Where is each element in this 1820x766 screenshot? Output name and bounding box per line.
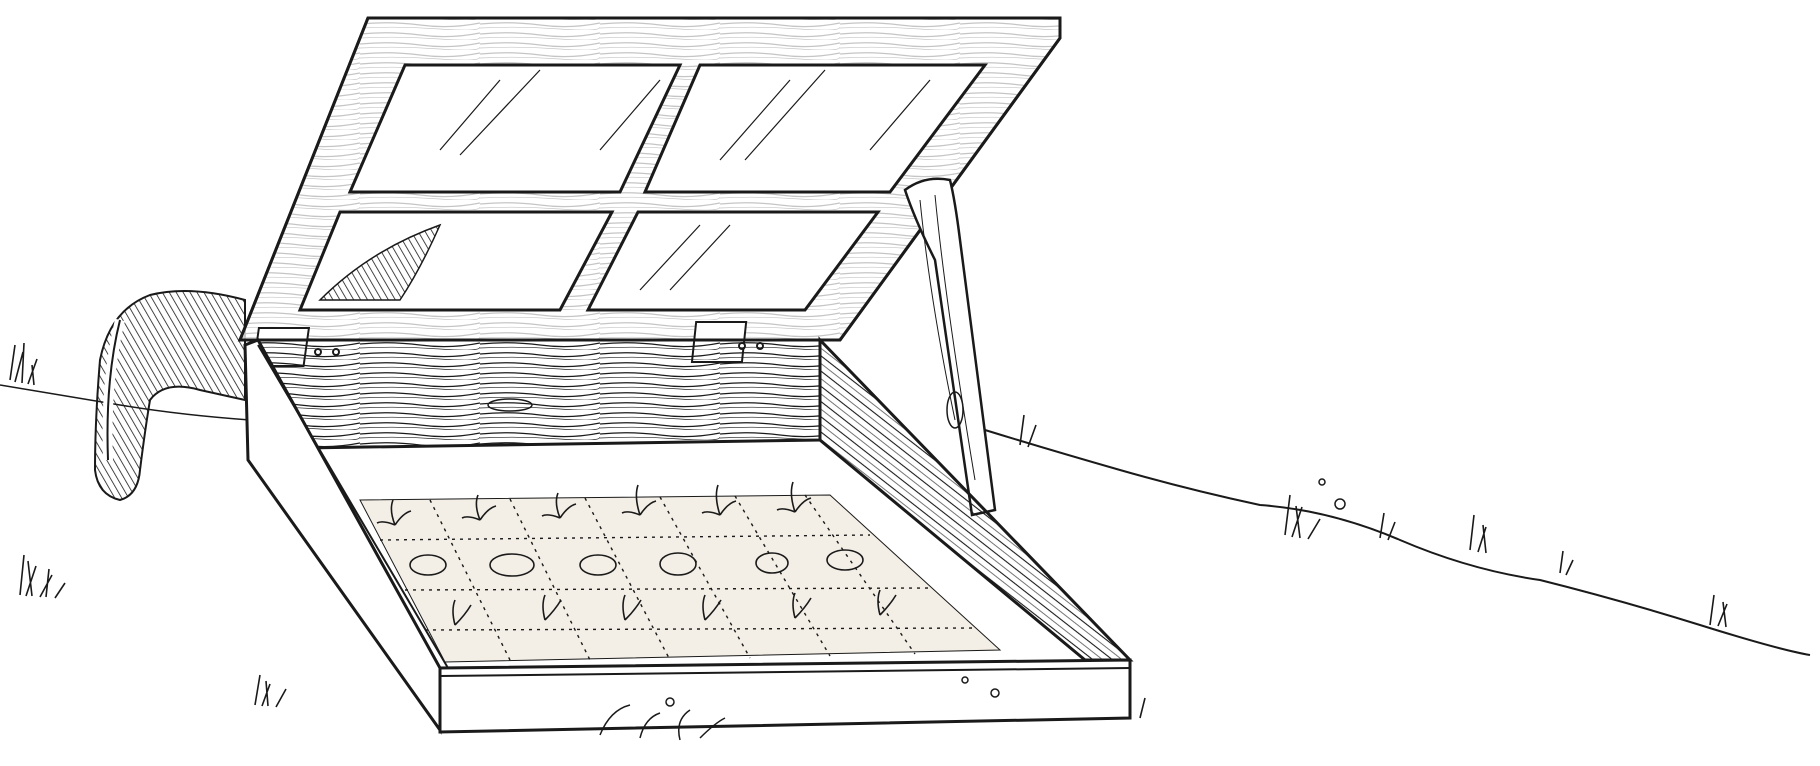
glass-pane [642, 63, 988, 194]
badger [93, 290, 246, 502]
soil-bed [359, 481, 1002, 663]
seedlings [376, 481, 897, 626]
window-lid [237, 16, 1062, 342]
glass-pane [347, 63, 683, 194]
frame-front-wall [438, 658, 1132, 734]
base-flowers [599, 478, 1346, 741]
ground-line [984, 429, 1811, 656]
frame-back-wall [252, 338, 822, 450]
glass-pane [585, 210, 881, 312]
prop-stick [903, 177, 997, 517]
